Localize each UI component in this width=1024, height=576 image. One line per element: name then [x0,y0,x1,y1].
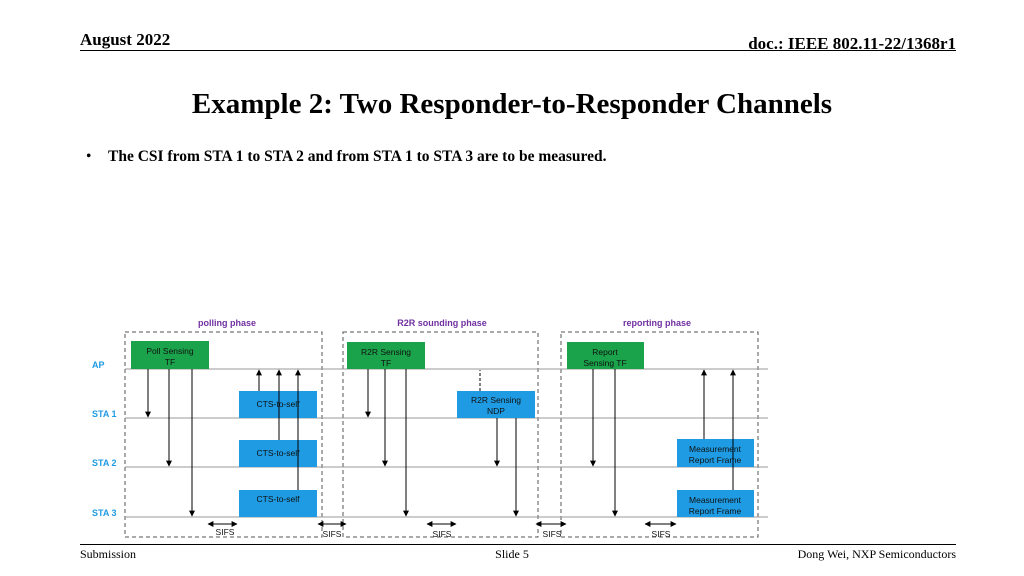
station-label-sta3: STA 3 [92,508,117,518]
phase-label-sounding: R2R sounding phase [397,318,487,328]
cts-to-self-label-sta3: CTS-to-self [257,494,301,504]
footer-divider [80,544,956,545]
phase-label-polling: polling phase [198,318,256,328]
measurement-report-frame-sta3 [677,490,754,517]
measurement-report-label-sta2-2: Report Frame [689,455,742,465]
sifs-label-2: SIFS [323,529,342,539]
bullet-text: The CSI from STA 1 to STA 2 and from STA… [108,148,607,165]
header-divider [80,50,956,51]
sifs-label-3: SIFS [433,529,452,539]
measurement-report-frame-sta2 [677,439,754,467]
footer-author: Dong Wei, NXP Semiconductors [797,547,956,561]
poll-sensing-tf-label-1: Poll Sensing [146,346,194,356]
sifs-label-4: SIFS [543,529,562,539]
r2r-sensing-tf-label-1: R2R Sensing [361,347,411,357]
sifs-label-5: SIFS [652,529,671,539]
report-sensing-tf-frame [567,342,644,369]
slide-title: Example 2: Two Responder-to-Responder Ch… [191,88,833,120]
cts-to-self-frame-sta1 [239,391,317,418]
report-sensing-tf-label-1: Report [592,347,618,357]
poll-sensing-tf-frame [131,341,209,369]
station-label-sta2: STA 2 [92,458,117,468]
sifs-label-1: SIFS [216,527,235,537]
poll-sensing-tf-label-2: TF [165,357,175,367]
r2r-sensing-tf-frame [347,342,425,369]
station-label-sta1: STA 1 [92,409,117,419]
bullet-item: • The CSI from STA 1 to STA 2 and from ST… [86,148,607,166]
footer-slide-number: Slide 5 [495,547,529,561]
header-doc-id: doc.: IEEE 802.11-22/1368r1 [748,34,956,53]
cts-to-self-frame-sta3 [239,490,317,517]
bullet-marker: • [86,148,92,165]
report-sensing-tf-label-2: Sensing TF [583,358,626,368]
r2r-sensing-ndp-label-2: NDP [487,406,505,416]
footer-submission: Submission [80,547,137,561]
r2r-sensing-ndp-frame [457,391,535,418]
phase-label-reporting: reporting phase [623,318,691,328]
header-date: August 2022 [80,30,171,49]
measurement-report-label-sta3-1: Measurement [689,495,742,505]
cts-to-self-label-sta2: CTS-to-self [257,448,301,458]
cts-to-self-label-sta1: CTS-to-self [257,399,301,409]
r2r-sensing-ndp-label-1: R2R Sensing [471,395,521,405]
r2r-sensing-tf-label-2: TF [381,358,391,368]
polling-phase-box [124,331,323,538]
measurement-report-label-sta3-2: Report Frame [689,506,742,516]
cts-to-self-frame-sta2 [239,440,317,467]
measurement-report-label-sta2-1: Measurement [689,444,742,454]
reporting-phase-box [560,331,759,538]
station-label-ap: AP [92,360,105,370]
sounding-phase-box [342,331,539,538]
